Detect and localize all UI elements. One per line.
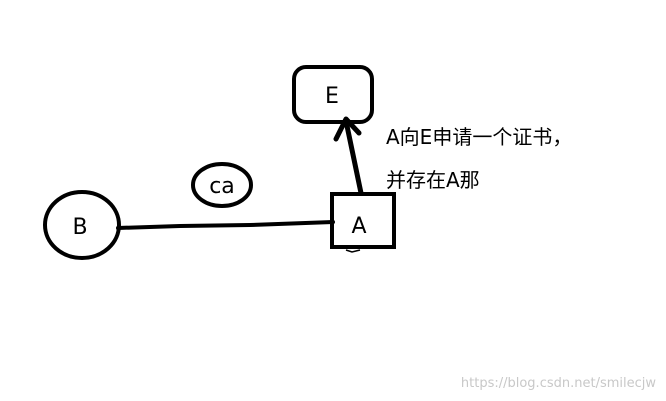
watermark-text: https://blog.csdn.net/smilecjw: [460, 376, 656, 391]
node-b-label: B: [72, 215, 87, 240]
node-a-tail-mark: [345, 249, 361, 253]
connection-b-to-a: [116, 220, 335, 230]
node-e-shape: [292, 65, 374, 124]
node-a: A: [330, 192, 396, 253]
arrow-a-to-e: [333, 116, 364, 196]
node-ca: ca: [191, 162, 253, 208]
node-a-label: A: [351, 214, 366, 239]
arrow-shaft: [343, 118, 364, 196]
node-b-shape: [43, 190, 121, 260]
note-line-1: A向E申请一个证书，: [386, 125, 572, 149]
arrow-head: [333, 116, 362, 142]
node-e-label: E: [325, 84, 339, 109]
annotation-note: A向E申请一个证书， 并存在A那: [386, 125, 572, 192]
node-ca-label: ca: [209, 174, 235, 199]
note-line-2: 并存在A那: [386, 168, 480, 192]
node-b: B: [43, 190, 121, 260]
node-ca-shape: [191, 162, 253, 208]
node-e: E: [292, 65, 374, 124]
